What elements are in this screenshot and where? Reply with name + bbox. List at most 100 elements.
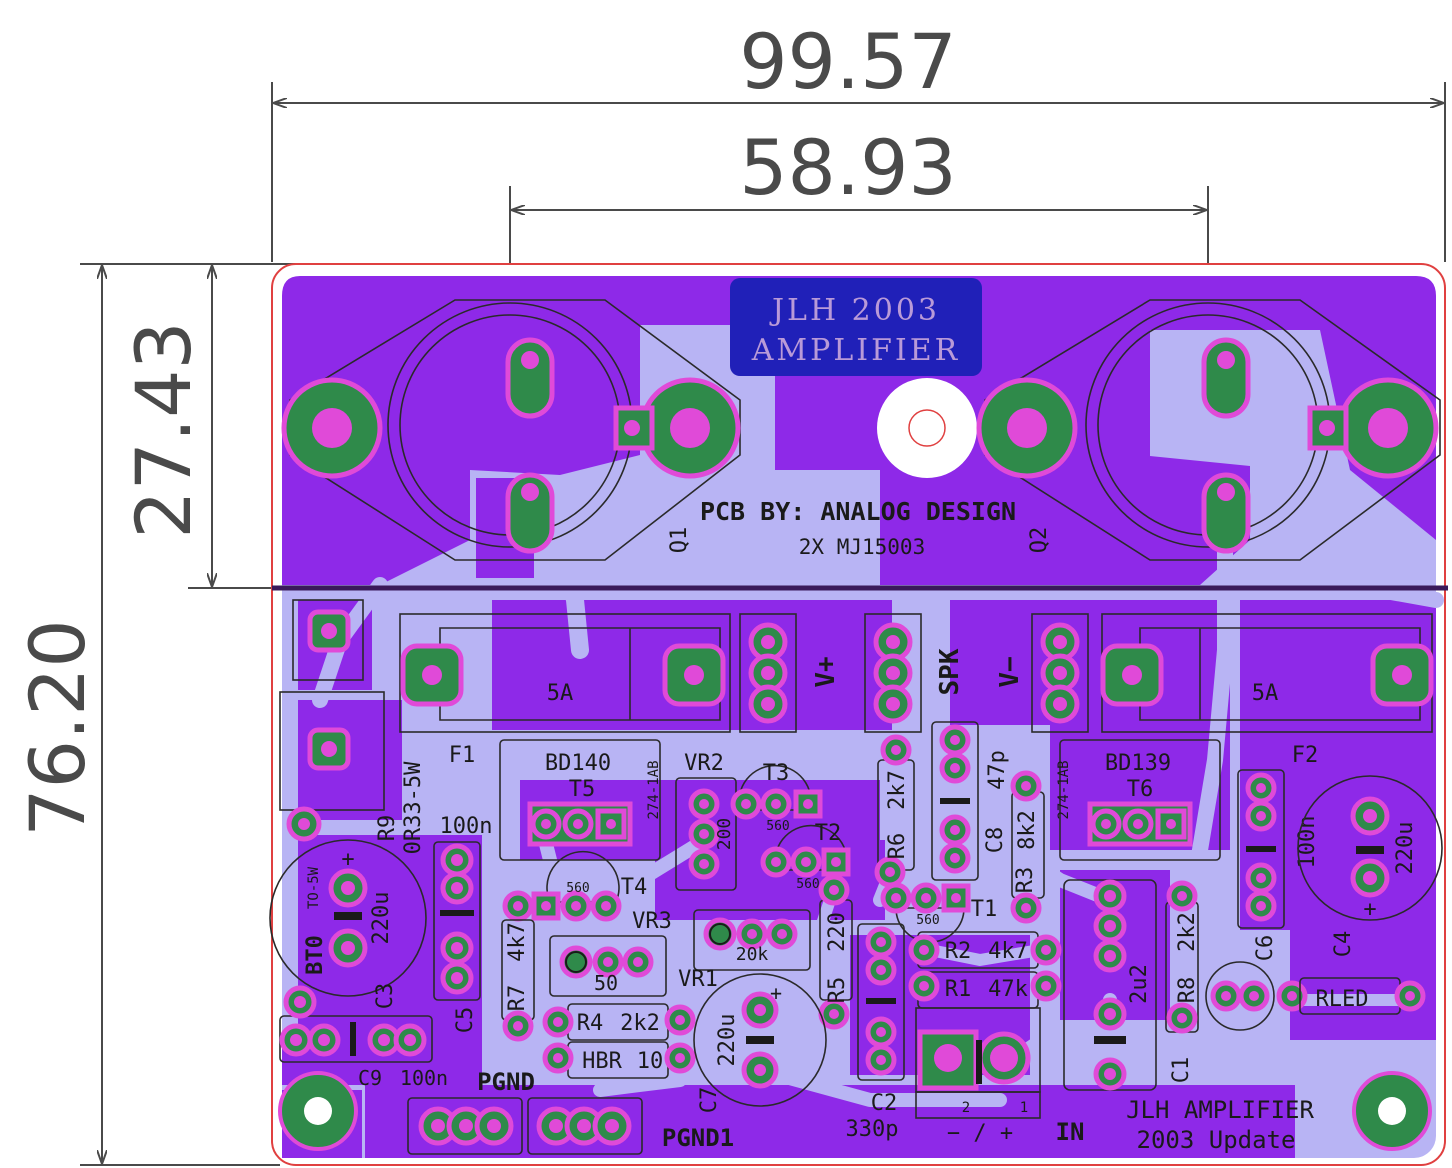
c1-label: C1: [1169, 1057, 1194, 1084]
vr3-label: VR3: [632, 909, 672, 934]
vr1-label: VR1: [678, 967, 718, 992]
vr1-value: 20k: [736, 944, 769, 965]
resistor-r6: [874, 734, 915, 888]
vminus-label: V−: [995, 656, 1025, 687]
r2-value: 4k7: [988, 939, 1028, 964]
footer-line-2: 2003 Update: [1137, 1126, 1296, 1154]
transistor-spacing-dimension: 58.93: [739, 123, 957, 212]
credit-text: PCB BY: ANALOG DESIGN: [700, 497, 1016, 526]
trimmer-vr2: [675, 777, 737, 891]
connector-in: [915, 1007, 1041, 1119]
mounting-hole-right: [1352, 1071, 1432, 1151]
r3-label: R3: [1013, 867, 1038, 894]
q2-label: Q2: [1027, 527, 1052, 554]
r9-label: R9: [375, 815, 400, 842]
bt0-label: BT0: [303, 935, 328, 975]
r6-label: R6: [885, 833, 910, 860]
t5-label: T5: [569, 777, 596, 802]
c3-value: 220u: [369, 892, 394, 945]
led-rled: [1205, 961, 1426, 1031]
svg-text:+: +: [770, 981, 782, 1005]
c9-label: C9: [358, 1066, 382, 1090]
trimmer-vr3: [549, 935, 667, 997]
r9-value: 0R33-5W: [401, 761, 426, 854]
traces: [282, 481, 1444, 1107]
in-pin2: 2: [962, 1100, 970, 1116]
f1-label: F1: [449, 743, 476, 768]
logo-line-1: JLH 2003: [769, 293, 940, 328]
r2-label: R2: [945, 939, 972, 964]
bt0-package: TO-5W: [306, 866, 322, 909]
r5-label: R5: [825, 977, 850, 1004]
fuse-f2: [1100, 613, 1434, 733]
c7-label: C7: [697, 1087, 722, 1114]
connector-spk: [864, 613, 922, 733]
t5-part: BD140: [545, 751, 611, 776]
transistor-t3: [730, 764, 823, 820]
c5-label: C5: [453, 1007, 478, 1034]
c4-label: C4: [1331, 931, 1356, 958]
r8-label: R8: [1175, 977, 1200, 1004]
capacitor-c6: [1237, 769, 1285, 929]
c4-value: 220u: [1393, 822, 1418, 875]
resistor-r8: [1165, 880, 1199, 1034]
transistor-t2: [760, 824, 851, 878]
r4-value: 2k2: [620, 1011, 660, 1036]
t1-value: 560: [916, 913, 939, 928]
hbr-label: HBR: [582, 1049, 622, 1074]
t2-value: 560: [796, 877, 819, 892]
pgnd-label: PGND: [477, 1068, 535, 1096]
capacitor-c5: [433, 841, 481, 1001]
c8-value: 47p: [985, 750, 1010, 790]
dimension-lines: [80, 82, 1446, 1166]
capacitor-c3: +: [269, 839, 427, 997]
capacitor-c8: [931, 721, 979, 881]
capacitor-c1: [1063, 879, 1157, 1091]
connector-vplus: [739, 613, 797, 733]
resistor-r3: [1010, 770, 1045, 924]
f2-rating: 5A: [1252, 681, 1279, 706]
r8-value: 2k2: [1175, 912, 1200, 952]
r3-value: 8k2: [1015, 810, 1040, 850]
transistor-t5: [499, 739, 661, 861]
parts-text: 2X MJ15003: [799, 535, 925, 559]
capacitor-c9: [279, 985, 433, 1063]
c3-label: C3: [373, 983, 398, 1010]
t3-value: 560: [766, 819, 789, 834]
capacitor-c7: +: [693, 973, 827, 1107]
c1-value: 2u2: [1127, 964, 1152, 1004]
r5-value: 220: [825, 912, 850, 952]
c2-value: 330p: [846, 1117, 899, 1142]
transistor-q1: [281, 299, 741, 561]
capacitor-c2: [857, 923, 905, 1081]
capacitor-c4: +: [1297, 775, 1443, 922]
resistor-r2: [908, 931, 1062, 969]
resistor-r7: [501, 919, 535, 1042]
connector-pgnd1: [527, 1097, 643, 1155]
c7-value: 220u: [715, 1014, 740, 1067]
vplus-label: V+: [811, 656, 841, 687]
c9-value: 100n: [400, 1066, 448, 1090]
hbr-value: 10: [637, 1049, 664, 1074]
connector-pgnd: [407, 1097, 523, 1155]
c2-label: C2: [871, 1091, 898, 1116]
resistor-hbr: [542, 1041, 696, 1079]
f1-rating: 5A: [547, 681, 574, 706]
in-polarity: − / +: [947, 1121, 1013, 1146]
vr2-value: 200: [714, 818, 735, 851]
section-height-dimension: 27.43: [119, 321, 208, 539]
mounting-hole-center: [877, 378, 977, 478]
r1-label: R1: [945, 977, 972, 1002]
t5-package: 274-1AB: [646, 760, 662, 819]
transistor-t6: [1059, 739, 1221, 861]
resistor-r1: [908, 970, 1062, 1009]
r7-value: 4k7: [505, 922, 530, 962]
r1-value: 47k: [988, 977, 1028, 1002]
trimmer-vr1: [693, 909, 811, 971]
spk-label: SPK: [935, 648, 965, 695]
resistor-r5: [818, 874, 853, 1030]
connector-vminus: [1031, 613, 1089, 733]
board-height-dimension: 76.20: [13, 619, 102, 837]
t6-package: 274-1AB: [1056, 760, 1072, 819]
